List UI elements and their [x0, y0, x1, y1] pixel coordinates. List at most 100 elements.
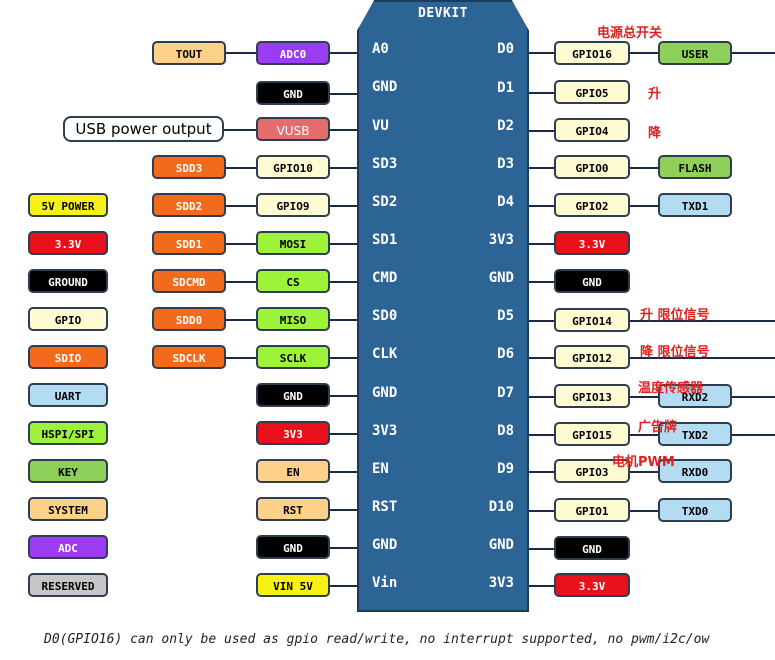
connector-line — [528, 243, 554, 245]
connector-line — [330, 585, 358, 587]
annotation-power-switch: 电源总开关 — [597, 26, 663, 41]
board-pin-right: GND — [488, 537, 514, 553]
right-inner-gpio1: GPIO1 — [554, 498, 630, 522]
connector-line — [528, 52, 775, 54]
connector-line — [528, 434, 775, 436]
left-inner-sclk: SCLK — [256, 345, 330, 369]
txd2-label: TXD2 — [658, 422, 732, 446]
sdd1-label: SDD1 — [152, 231, 226, 255]
right-inner-gpio2: GPIO2 — [554, 193, 630, 217]
board-title: DEVKIT — [418, 6, 468, 21]
board-pin-right: D3 — [497, 156, 514, 172]
board-pin-left: RST — [372, 499, 398, 515]
legend-sdio: SDIO — [28, 345, 108, 369]
right-inner-3v3: 3.3V — [554, 573, 630, 597]
legend-adc: ADC — [28, 535, 108, 559]
annotation-down-limit: 降 限位信号 — [640, 345, 710, 360]
left-inner-adc0: ADC0 — [256, 41, 330, 65]
rxd0-label: RXD0 — [658, 459, 732, 483]
board-pin-right: 3V3 — [488, 575, 514, 591]
left-inner-gpio10: GPIO10 — [256, 155, 330, 179]
annotation-up: 升 — [648, 87, 662, 102]
sdclk-label: SDCLK — [152, 345, 226, 369]
right-inner-gpio15: GPIO15 — [554, 422, 630, 446]
board-pin-right: GND — [488, 270, 514, 286]
board-pin-right: D6 — [497, 346, 514, 362]
connector-line — [528, 585, 554, 587]
connector-line — [330, 93, 358, 95]
right-inner-gpio13: GPIO13 — [554, 384, 630, 408]
right-inner-gpio14: GPIO14 — [554, 308, 630, 332]
connector-line — [330, 52, 358, 54]
connector-line — [330, 509, 358, 511]
connector-line — [528, 357, 775, 359]
right-inner-gpio0: GPIO0 — [554, 155, 630, 179]
legend-reserved: RESERVED — [28, 573, 108, 597]
tout-label: TOUT — [152, 41, 226, 65]
board-pin-left: Vin — [372, 575, 398, 591]
left-inner-vin5v: VIN 5V — [256, 573, 330, 597]
board-pin-right: 3V3 — [488, 232, 514, 248]
sdd0-label: SDD0 — [152, 307, 226, 331]
left-inner-rst: RST — [256, 497, 330, 521]
flash-label: FLASH — [658, 155, 732, 179]
board-pin-right: D0 — [497, 41, 514, 57]
annotation-motor-pwm: 电机PWM — [612, 455, 675, 470]
connector-line — [330, 395, 358, 397]
left-inner-en: EN — [256, 459, 330, 483]
right-inner-gpio3: GPIO3 — [554, 459, 630, 483]
left-inner-mosi: MOSI — [256, 231, 330, 255]
board-pin-left: GND — [372, 79, 398, 95]
txd0-label: TXD0 — [658, 498, 732, 522]
left-inner-3v3: 3V3 — [256, 421, 330, 445]
board-pin-right: D2 — [497, 118, 514, 134]
connector-line — [330, 433, 358, 435]
footnote: D0(GPIO16) can only be used as gpio read… — [44, 632, 710, 647]
connector-line — [330, 547, 358, 549]
connector-line — [330, 471, 358, 473]
left-inner-gnd: GND — [256, 535, 330, 559]
connector-line — [528, 281, 554, 283]
legend-uart: UART — [28, 383, 108, 407]
user-label: USER — [658, 41, 732, 65]
legend-3v3: 3.3V — [28, 231, 108, 255]
connector-line — [330, 129, 358, 131]
left-inner-vusb: VUSB — [256, 117, 330, 141]
annotation-ad-board: 广告牌 — [638, 420, 678, 435]
board-pin-left: CLK — [372, 346, 398, 362]
board-pin-left: A0 — [372, 41, 389, 57]
legend-ground: GROUND — [28, 269, 108, 293]
right-inner-gnd: GND — [554, 536, 630, 560]
left-inner-miso: MISO — [256, 307, 330, 331]
board-pin-left: GND — [372, 385, 398, 401]
connector-line — [528, 396, 775, 398]
board-pin-right: D5 — [497, 308, 514, 324]
annotation-down: 降 — [648, 126, 662, 141]
right-inner-gpio12: GPIO12 — [554, 345, 630, 369]
board-pin-right: D4 — [497, 194, 514, 210]
board-pin-left: SD1 — [372, 232, 398, 248]
left-inner-gnd: GND — [256, 81, 330, 105]
legend-5v-power: 5V POWER — [28, 193, 108, 217]
right-inner-gpio5: GPIO5 — [554, 80, 630, 104]
sdcmd-label: SDCMD — [152, 269, 226, 293]
sdd2-label: SDD2 — [152, 193, 226, 217]
connector-line — [224, 129, 256, 131]
connector-line — [226, 52, 256, 54]
board-pin-left: GND — [372, 537, 398, 553]
sdd3-label: SDD3 — [152, 155, 226, 179]
right-inner-gpio4: GPIO4 — [554, 118, 630, 142]
annotation-temp-sensor: 温度传感器 — [638, 381, 704, 396]
connector-line — [528, 320, 775, 322]
usb-power-output-label: USB power output — [63, 116, 224, 142]
right-inner-3v3: 3.3V — [554, 231, 630, 255]
left-inner-cs: CS — [256, 269, 330, 293]
board-pin-right: D8 — [497, 423, 514, 439]
connector-line — [528, 548, 554, 550]
left-inner-gnd: GND — [256, 383, 330, 407]
annotation-up-limit: 升 限位信号 — [640, 308, 710, 323]
board-pin-left: SD0 — [372, 308, 398, 324]
board-pin-left: VU — [372, 118, 389, 134]
legend-gpio: GPIO — [28, 307, 108, 331]
connector-line — [528, 130, 554, 132]
